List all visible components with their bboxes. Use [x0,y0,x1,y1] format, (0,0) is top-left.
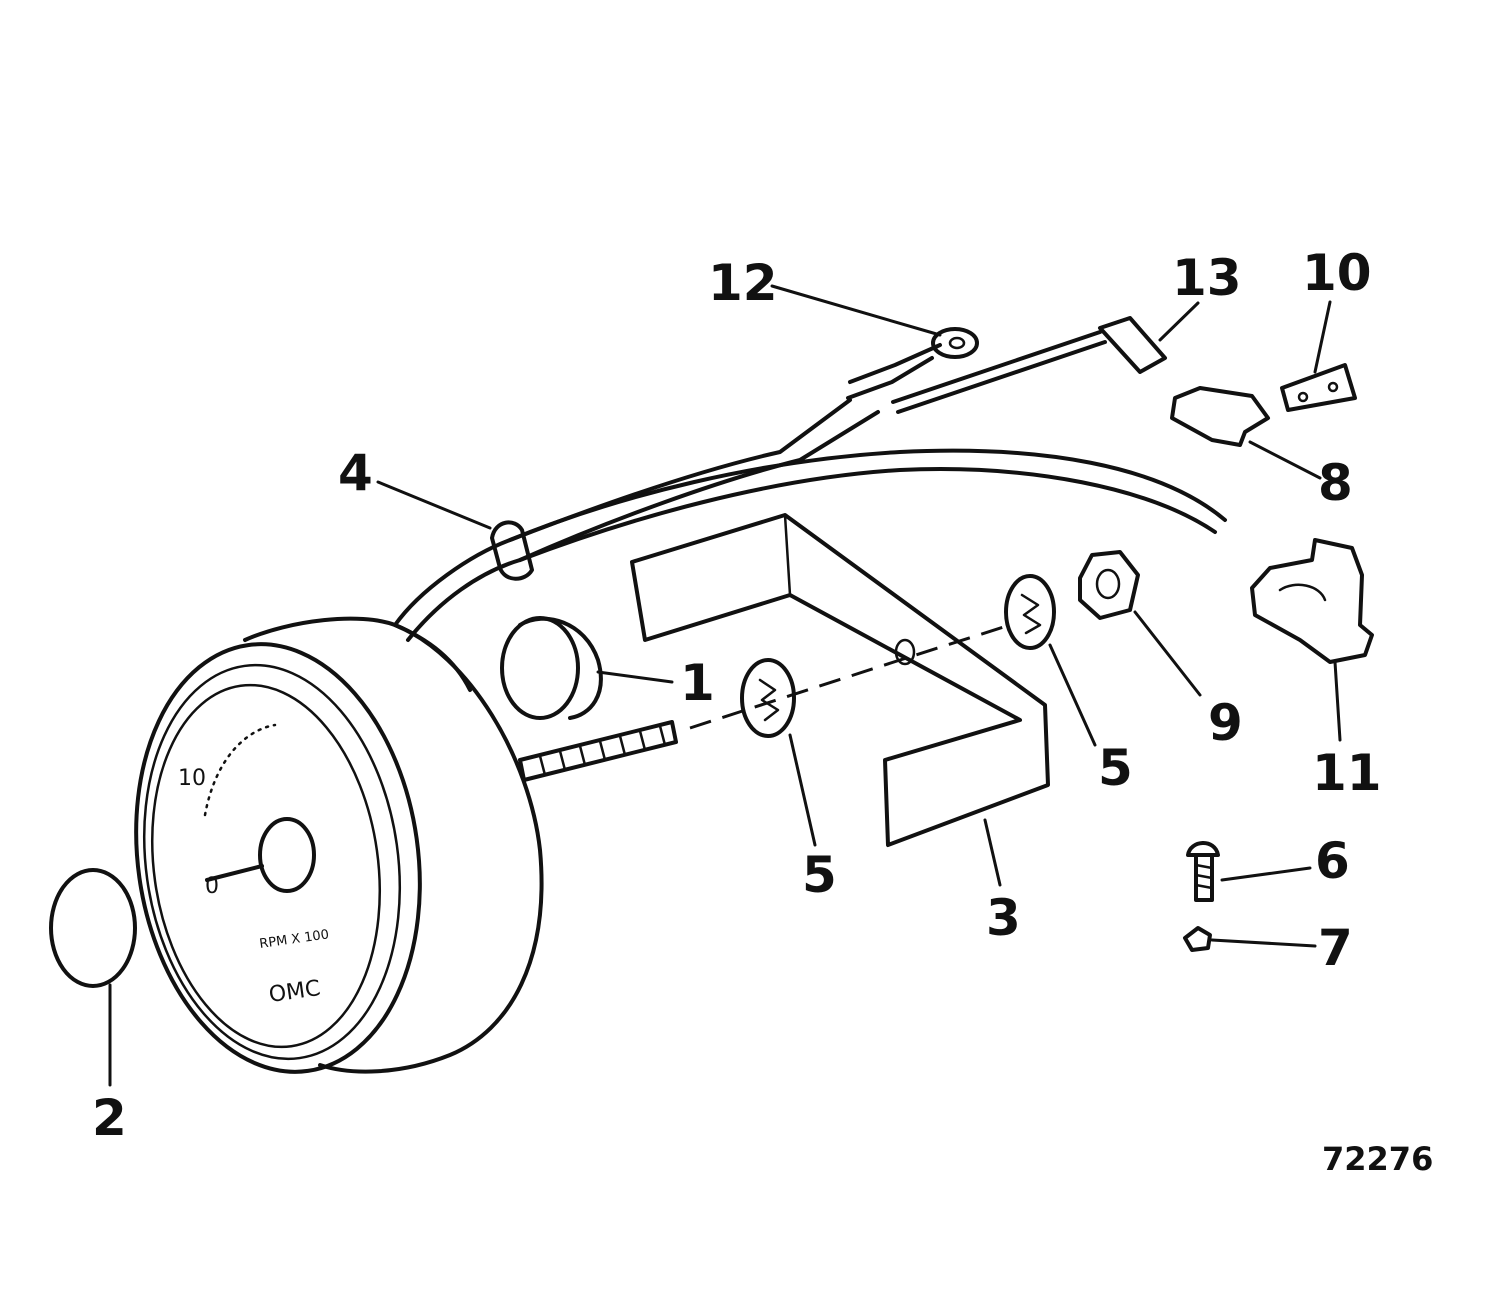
figure-number: 72276 [1322,1140,1433,1178]
needle-hub [258,817,316,893]
callout-5-left: 5 [802,846,837,904]
dial-label-0: 0 [205,874,219,899]
part-8-clip [1170,386,1322,480]
part-13-connector-lead [891,301,1200,414]
part-12-ring-terminal [770,284,979,400]
callout-7: 7 [1318,919,1353,977]
tachometer-face: 10 0 RPM X 100 OMC [134,642,422,1074]
callout-8: 8 [1318,454,1353,512]
assembly-centerline [689,623,1011,730]
callout-12: 12 [708,254,778,312]
callout-10: 10 [1302,244,1372,302]
callout-9: 9 [1208,694,1243,752]
part-5-lock-washer-right [1004,574,1097,747]
part-9-hex-nut [1078,550,1202,697]
part-4-cable-bundle [376,398,1227,642]
part-2-lens [49,868,137,1087]
part-5-lock-washer-left [740,658,817,847]
part-7-washer [1183,926,1317,952]
needle [205,864,264,882]
dial-brand: OMC [267,976,322,1008]
part-11-bracket-clip [1250,538,1374,742]
callout-2: 2 [92,1089,127,1147]
mounting-stud [518,720,678,782]
callout-5-right: 5 [1098,739,1133,797]
callout-13: 13 [1172,249,1242,307]
part-3-bracket [630,513,1050,887]
callout-11: 11 [1312,744,1382,802]
part-6-screw [1186,841,1312,902]
tachometer-housing [243,616,544,1074]
part-1-grommet [500,616,674,720]
dial-label-10: 10 [178,766,206,791]
callout-4: 4 [338,444,373,502]
callout-6: 6 [1315,832,1350,890]
callout-3: 3 [986,889,1021,947]
callout-1: 1 [680,654,715,712]
part-10-terminal-plate [1280,300,1357,412]
callouts: 1 2 3 4 5 5 6 7 8 9 10 11 12 13 [92,244,1382,1147]
dial-units: RPM X 100 [258,927,329,952]
